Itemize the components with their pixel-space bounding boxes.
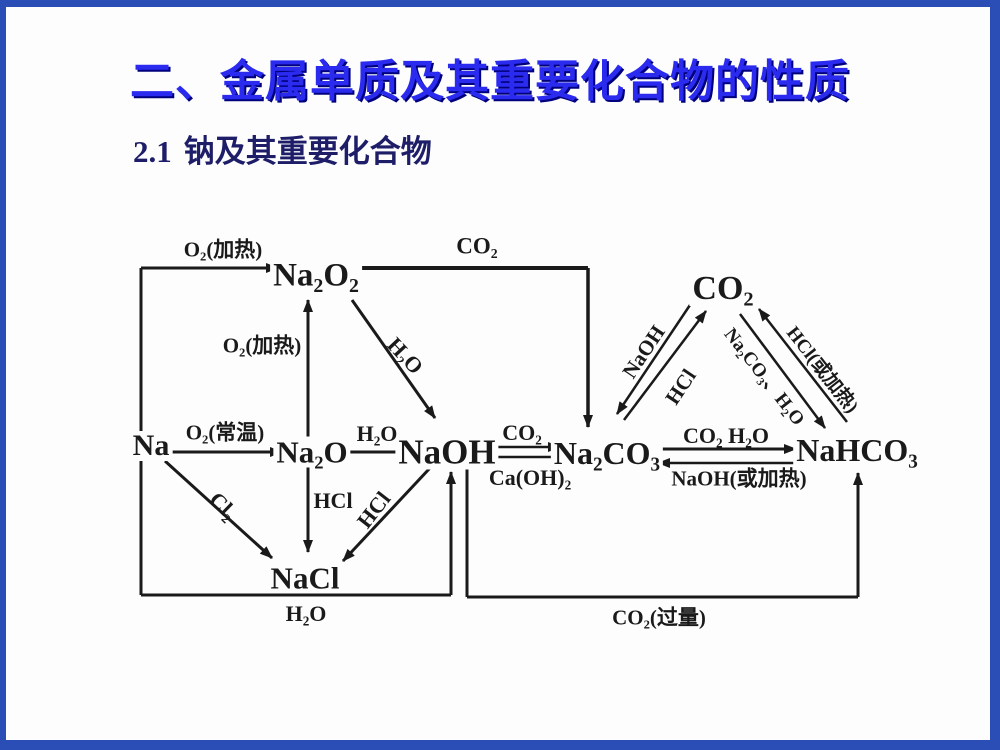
label-hcl-oxide: HCl (313, 488, 353, 513)
node-na2o2: Na₂O₂ (270, 259, 362, 293)
node-co2-apex: CO₂ (689, 272, 757, 306)
label-co2-forward: CO₂ (502, 420, 542, 445)
edge-co2-to-nahco3 (738, 313, 827, 429)
edge-na-to-nacl (163, 459, 274, 560)
label-o2-heat-mid: O₂(加热) (222, 333, 302, 358)
label-o2-heat-top: O₂(加热) (183, 237, 263, 262)
label-co2-excess: CO₂(过量) (612, 605, 706, 630)
edge-na2o2-to-naoh (350, 299, 437, 419)
edge-na2co3-to-co2-hcl (623, 310, 707, 421)
edge-nahco3-to-co2 (758, 308, 848, 423)
label-o2-room: O₂(常温) (185, 420, 265, 445)
page-subtitle: 2.1 钠及其重要化合物 (133, 126, 432, 171)
node-nahco3: NaHCO₃ (793, 434, 921, 466)
subtitle-number: 2.1 (133, 134, 172, 169)
frame-right (990, 0, 1000, 750)
frame-left (0, 0, 6, 750)
node-na2co3: Na₂CO₃ (550, 437, 664, 469)
edge-naoh-to-nacl (341, 466, 432, 563)
node-naoh: NaOH (395, 434, 499, 470)
label-caoh2-reverse: Ca(OH)₂ (488, 465, 572, 490)
subtitle-text: 钠及其重要化合物 (183, 134, 432, 169)
page-title: 二、金属单质及其重要化合物的性质 (130, 57, 850, 106)
frame-bottom (0, 740, 1000, 750)
frame-top (0, 0, 1000, 7)
node-na2o: Na₂O (273, 436, 351, 468)
node-na: Na (129, 431, 173, 461)
edge-co2-to-na2co3-naoh (615, 304, 692, 415)
label-co2-top: CO₂ (456, 233, 498, 259)
label-h2o-oxide: H₂O (356, 421, 398, 446)
label-h2o-bottom: H₂O (285, 601, 327, 626)
label-naoh-heat-reverse: NaOH(或加热) (671, 466, 807, 491)
label-co2-h2o-forward: CO₂ H₂O (683, 423, 769, 448)
node-nacl: NaCl (267, 562, 343, 594)
